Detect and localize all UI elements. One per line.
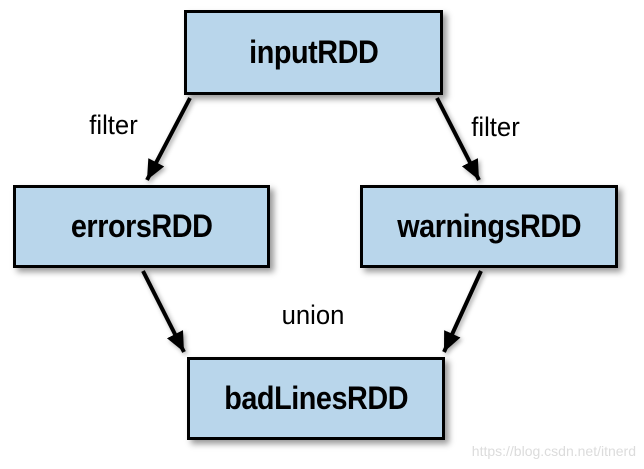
edge-errors-to-badlines <box>141 270 186 353</box>
node-badlinesrdd-label: badLinesRDD <box>224 380 408 416</box>
edge-input-to-errors <box>145 97 192 181</box>
watermark: https://blog.csdn.net/itnerd <box>471 443 636 459</box>
edge-warnings-to-badlines <box>442 270 483 353</box>
node-errorsrdd: errorsRDD <box>13 185 270 268</box>
node-inputrdd-label: inputRDD <box>248 34 379 70</box>
edge-label-union: union <box>281 300 345 330</box>
node-warningsrdd: warningsRDD <box>360 185 618 268</box>
node-badlinesrdd: badLinesRDD <box>187 357 445 440</box>
edge-label-filter-right: filter <box>471 112 520 142</box>
node-errorsrdd-label: errorsRDD <box>70 208 213 244</box>
node-inputrdd: inputRDD <box>184 10 443 95</box>
node-warningsrdd-label: warningsRDD <box>397 208 581 244</box>
edge-label-filter-left: filter <box>89 110 138 140</box>
